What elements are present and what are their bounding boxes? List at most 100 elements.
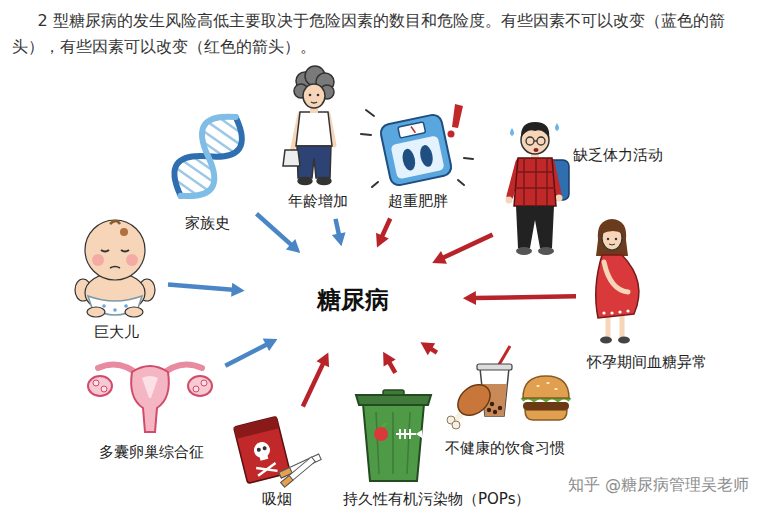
big-baby-part xyxy=(101,250,129,252)
uterus-part xyxy=(93,380,99,386)
scale-icon xyxy=(361,104,473,187)
junk-food-part xyxy=(452,421,460,429)
elderly-woman-part xyxy=(296,112,332,146)
risk-factor: 不健康的饮食习惯 xyxy=(442,342,586,460)
arrow-head xyxy=(316,353,329,368)
arrow-head xyxy=(286,239,300,253)
elderly-woman-part xyxy=(309,94,312,97)
junk-food-part xyxy=(477,364,512,370)
arrow-connector xyxy=(383,352,396,373)
risk-factor: 年龄增加 xyxy=(280,62,356,213)
arrow-shaft xyxy=(303,363,323,406)
node-label: 持久性有机污染物（POPs） xyxy=(343,489,530,509)
trash-bin-part xyxy=(374,427,388,441)
arrow-shaft xyxy=(225,344,266,365)
risk-factor: 吸烟 xyxy=(228,412,326,511)
inactive-boy-part xyxy=(555,123,559,131)
cigarette-pack-part-part xyxy=(281,457,315,487)
elderly-woman-part xyxy=(297,146,331,178)
dna-helix-part-part xyxy=(176,168,209,191)
pregnant-woman-part xyxy=(596,255,639,318)
dna-helix-part xyxy=(163,105,252,208)
pregnant-woman-part xyxy=(618,310,621,313)
risk-factor: 巨大儿 xyxy=(70,214,162,346)
dna-helix xyxy=(163,105,252,208)
junk-food-part xyxy=(498,406,502,410)
trash-bin-part xyxy=(416,430,422,438)
junk-food-part xyxy=(523,376,569,398)
risk-factor: 多囊卵巢综合征 xyxy=(82,344,220,464)
arrow-connector xyxy=(376,218,390,247)
elderly-woman-part xyxy=(283,150,300,166)
arrow-shaft xyxy=(431,349,437,353)
junk-food-part xyxy=(554,388,557,390)
scale-icon-part xyxy=(379,113,453,187)
inactive-boy-part xyxy=(516,206,554,248)
node-label: 多囊卵巢综合征 xyxy=(99,442,204,462)
uterus-part xyxy=(131,366,169,432)
inactive-boy-part xyxy=(534,140,537,141)
scale-icon-part-part xyxy=(418,144,434,168)
inactive-boy-part xyxy=(534,148,539,152)
arrow-head xyxy=(463,291,476,305)
pregnant-woman xyxy=(596,219,639,344)
node-label: 巨大儿 xyxy=(94,322,139,342)
trash-bin-part xyxy=(383,390,404,395)
arrow-shaft xyxy=(389,362,395,373)
label-holder: 知乎 @糖尿病管理吴老师 xyxy=(568,474,749,496)
watermark-text: 知乎 @糖尿病管理吴老师 xyxy=(568,474,749,496)
junk-food-part xyxy=(523,402,569,410)
pregnant-woman-part xyxy=(607,238,609,240)
risk-factor: 持久性有机污染物（POPs） xyxy=(338,378,536,511)
big-baby-part xyxy=(110,267,120,269)
risk-factor: 超重肥胖 xyxy=(368,102,468,213)
cigarette-pack-part-part xyxy=(259,454,268,461)
node-label: 缺乏体力活动 xyxy=(573,145,663,165)
node-label: 超重肥胖 xyxy=(388,191,448,211)
node-label: 不健康的饮食习惯 xyxy=(445,438,565,458)
risk-factor: 家族史 xyxy=(162,104,252,235)
big-baby-part xyxy=(120,228,128,236)
junk-food xyxy=(447,346,570,429)
junk-food-part xyxy=(536,385,539,387)
scale-icon-part-part xyxy=(379,113,453,187)
big-baby-part xyxy=(125,307,143,317)
arrow-head xyxy=(332,232,346,246)
junk-food-part xyxy=(490,402,494,406)
arrow-head xyxy=(420,342,435,355)
arrow-connector xyxy=(303,353,329,407)
cigarette-pack-part-part xyxy=(234,417,280,439)
node-label: 糖尿病 xyxy=(317,285,389,315)
arrow-connector xyxy=(332,219,346,246)
cigarette-pack-part xyxy=(281,457,315,487)
arrow-head xyxy=(383,352,396,367)
pregnant-woman-part xyxy=(608,316,622,337)
uterus-part xyxy=(188,376,212,396)
inactive-boy-part xyxy=(538,247,554,255)
elderly-woman-part xyxy=(311,102,317,103)
cigarette-pack-part-part xyxy=(252,440,271,459)
junk-food-part xyxy=(525,410,567,420)
scale-icon-part-part xyxy=(411,126,415,133)
pregnant-woman-part xyxy=(618,337,630,344)
inactive-boy-part xyxy=(516,247,532,255)
inactive-boy-part xyxy=(514,158,556,206)
trash-bin-part xyxy=(381,423,388,427)
elderly-woman-part xyxy=(298,178,312,185)
junk-food-part xyxy=(487,408,491,412)
heading-area: 2 型糖尿病的发生风险高低主要取决于危险因素的数目和危险度。有些因素不可以改变（… xyxy=(12,8,754,60)
big-baby-part xyxy=(87,307,105,317)
arrow-shaft xyxy=(475,296,576,298)
pregnant-woman-part xyxy=(626,309,629,312)
big-baby-part xyxy=(124,304,128,308)
pregnant-woman-part xyxy=(600,337,612,344)
inactive-boy-part xyxy=(526,137,534,145)
inactive-boy-part xyxy=(537,137,545,145)
uterus-part xyxy=(88,376,112,396)
elderly-woman-part xyxy=(317,178,331,185)
big-baby-part xyxy=(92,254,104,266)
big-baby-part xyxy=(102,304,106,308)
arrow-shaft xyxy=(443,235,492,258)
junk-food-part xyxy=(546,382,549,384)
